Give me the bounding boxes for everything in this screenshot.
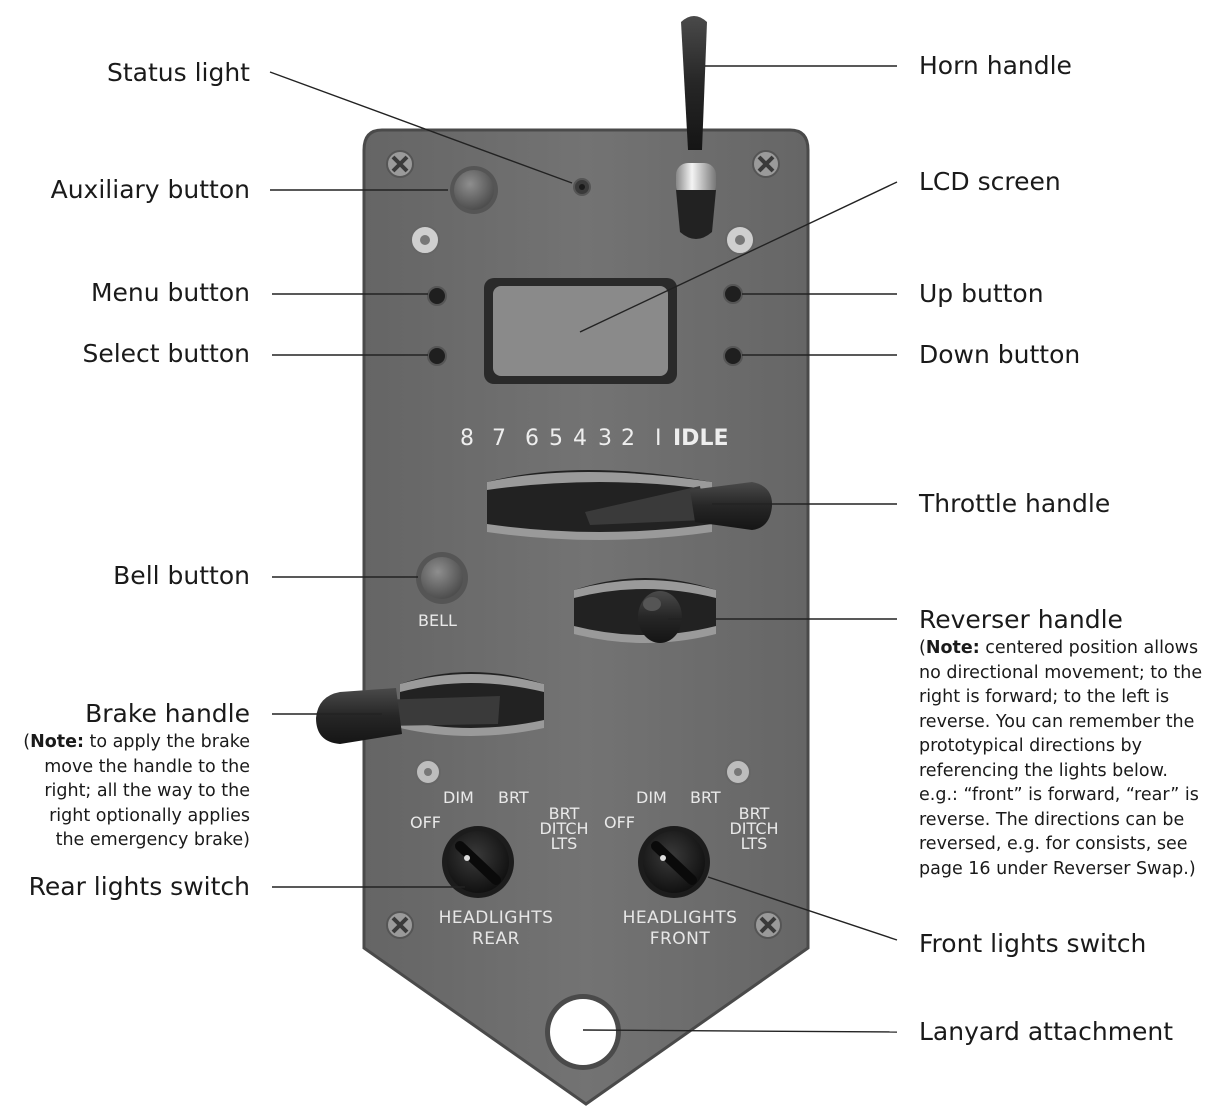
front-brt-label: BRT — [690, 790, 721, 806]
label-status-light: Status light — [107, 58, 250, 88]
label-reverser-handle: Reverser handle — [919, 605, 1123, 635]
screw-top-right — [753, 151, 779, 177]
rear-off-label: OFF — [410, 815, 441, 831]
rear-brt-label: BRT — [498, 790, 529, 806]
notch-8: 8 — [460, 426, 474, 451]
hex-screw-upper-right — [726, 226, 754, 254]
label-down-button: Down button — [919, 340, 1080, 370]
brake-note: (Note: to apply the brake move the handl… — [18, 730, 250, 853]
screw-top-left — [387, 151, 413, 177]
label-front-lights-switch: Front lights switch — [919, 929, 1146, 959]
bell-label: BELL — [418, 613, 457, 629]
rear-dim-label: DIM — [443, 790, 474, 806]
label-up-button: Up button — [919, 279, 1044, 309]
front-lights-switch[interactable] — [638, 826, 710, 898]
front-off-label: OFF — [604, 815, 635, 831]
front-headlights-title: HEADLIGHTS FRONT — [612, 910, 748, 948]
notch-2: 2 — [621, 426, 635, 451]
hex-screw-upper-left — [411, 226, 439, 254]
up-button[interactable] — [724, 285, 742, 303]
label-menu-button: Menu button — [91, 278, 250, 308]
down-button[interactable] — [724, 347, 742, 365]
notch-3: 3 — [598, 426, 612, 451]
screw-bottom-right — [755, 912, 781, 938]
reverser-handle[interactable] — [638, 591, 682, 643]
label-rear-lights-switch: Rear lights switch — [29, 872, 250, 902]
label-brake-handle: Brake handle — [85, 699, 250, 729]
notch-5: 5 — [549, 426, 563, 451]
label-throttle-handle: Throttle handle — [919, 489, 1110, 519]
menu-button[interactable] — [428, 287, 446, 305]
auxiliary-button[interactable] — [450, 166, 498, 214]
label-auxiliary-button: Auxiliary button — [51, 175, 250, 205]
notch-4: 4 — [573, 426, 587, 451]
rear-ditch-label: BRT DITCH LTS — [536, 806, 592, 851]
label-bell-button: Bell button — [113, 561, 250, 591]
notch-1: I — [655, 426, 662, 451]
bell-button[interactable] — [416, 552, 468, 604]
select-button[interactable] — [428, 347, 446, 365]
rear-headlights-title: HEADLIGHTS REAR — [428, 910, 564, 948]
screw-bottom-left — [387, 912, 413, 938]
front-dim-label: DIM — [636, 790, 667, 806]
status-light — [574, 179, 590, 195]
label-select-button: Select button — [82, 339, 250, 369]
front-ditch-label: BRT DITCH LTS — [726, 806, 782, 851]
label-lanyard-attachment: Lanyard attachment — [919, 1017, 1173, 1047]
reverser-note: (Note: centered position allows no direc… — [919, 636, 1209, 881]
hex-screw-lower-right — [726, 760, 750, 784]
lanyard-attachment — [545, 994, 621, 1070]
notch-idle: IDLE — [673, 426, 729, 451]
label-lcd-screen: LCD screen — [919, 167, 1061, 197]
notch-6: 6 — [525, 426, 539, 451]
label-horn-handle: Horn handle — [919, 51, 1072, 81]
hex-screw-lower-left — [416, 760, 440, 784]
notch-7: 7 — [492, 426, 506, 451]
horn-handle[interactable] — [676, 16, 716, 239]
